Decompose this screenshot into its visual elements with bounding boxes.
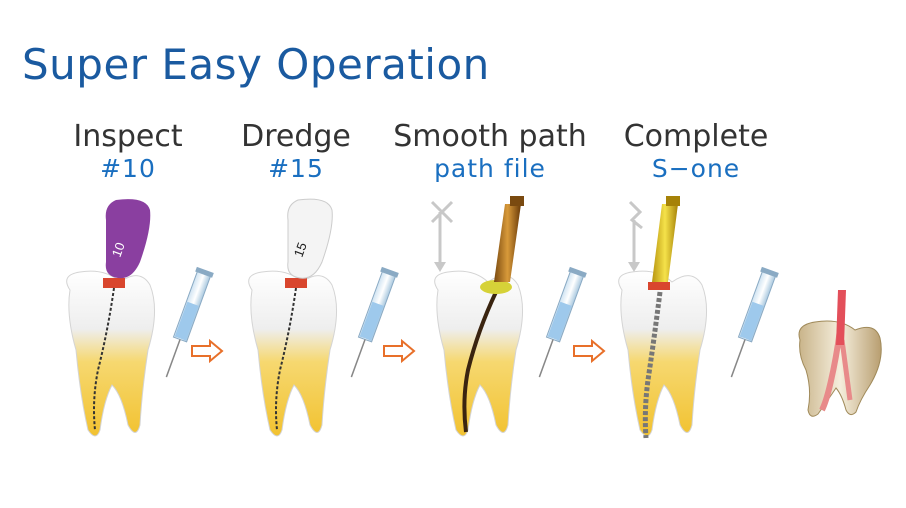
step-dredge-header: Dredge #15 [196, 120, 396, 184]
file-handle [105, 199, 151, 279]
step-sub: #10 [100, 154, 156, 183]
syringe-icon [165, 266, 214, 378]
step-smooth-path-header: Smooth path path file [390, 120, 590, 184]
step-sub: path file [434, 154, 546, 183]
arrow-right-icon [573, 338, 606, 364]
step-name: Inspect [73, 119, 183, 154]
step-sub: #15 [268, 154, 324, 183]
step-inspect-header: Inspect #10 [28, 120, 228, 184]
step-name: Dredge [241, 119, 351, 154]
motion-indicator-icon [430, 200, 454, 272]
step-sub: S−one [651, 154, 741, 183]
step-name: Complete [623, 119, 769, 154]
rubber-stopper [648, 282, 670, 290]
rubber-stopper [103, 278, 125, 288]
file-needle [275, 287, 297, 431]
arrow-right-icon [383, 338, 416, 364]
file-size-label: 15 [291, 240, 310, 259]
file-handle [287, 198, 333, 279]
tooth-cross-section-illustration [798, 290, 882, 417]
file-handle [494, 204, 521, 282]
file-needle [642, 291, 663, 439]
rotation-indicator-icon [628, 200, 643, 272]
rubber-stopper [285, 278, 307, 288]
tooth-illustration-dredge: 15 [248, 198, 338, 437]
tooth-illustration-complete [618, 196, 708, 439]
rubber-stopper [480, 280, 512, 294]
tooth-illustration-smooth-path [434, 196, 524, 437]
step-name: Smooth path [393, 119, 587, 154]
file-handle [652, 204, 678, 282]
page-title: Super Easy Operation [22, 40, 490, 89]
file-needle [93, 287, 115, 431]
step-complete-header: Complete S−one [596, 120, 796, 184]
file-size-label: 10 [109, 240, 128, 259]
arrow-right-icon [191, 338, 224, 364]
syringe-icon [538, 266, 587, 378]
syringe-icon [350, 266, 399, 378]
file-needle [462, 291, 498, 433]
syringe-icon [730, 266, 779, 378]
tooth-illustration-inspect: 10 [66, 199, 156, 437]
